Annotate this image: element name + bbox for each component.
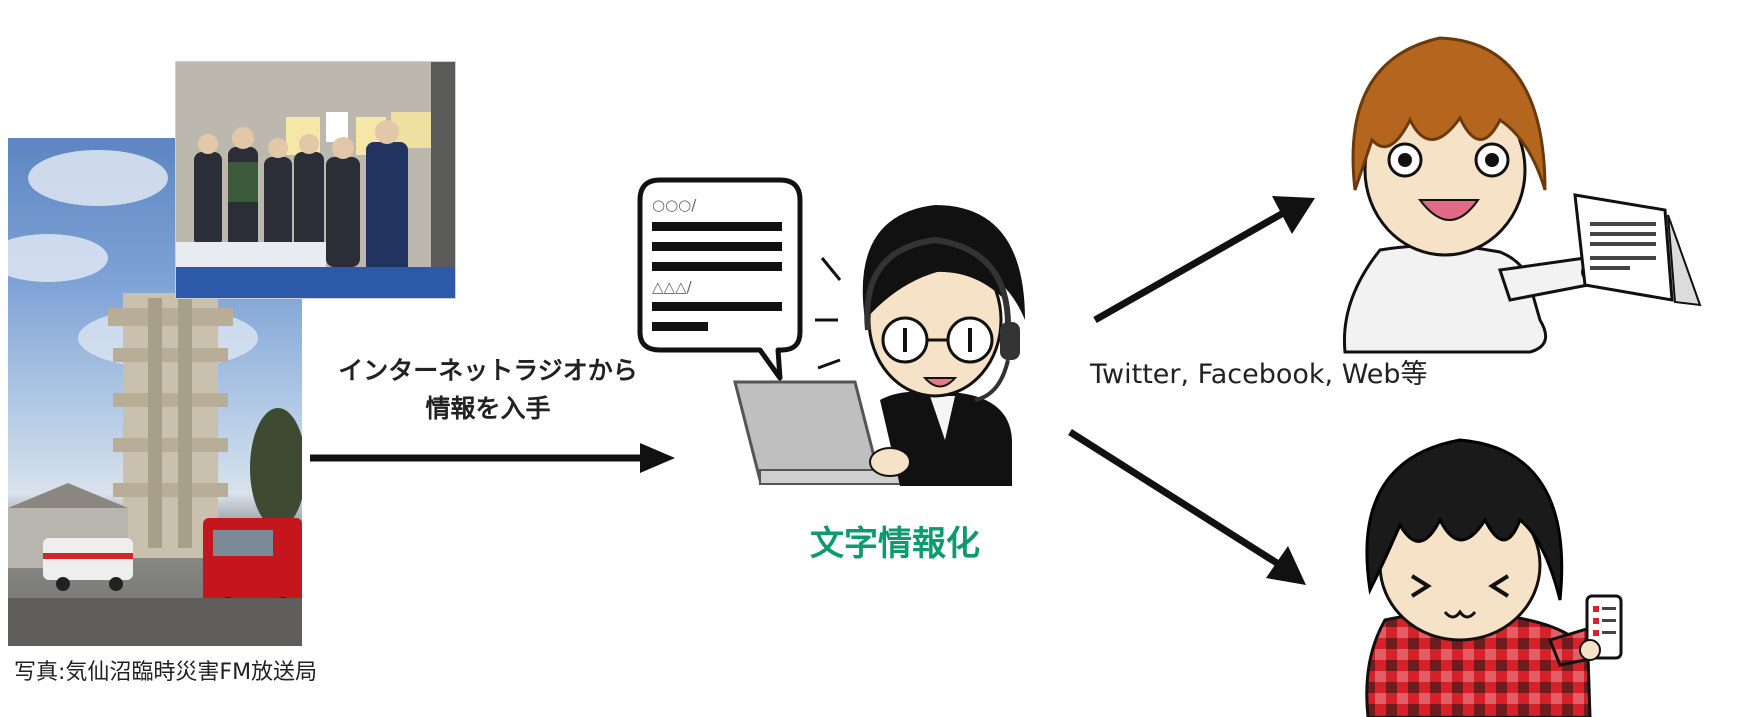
radio-staff-photo [176, 62, 455, 298]
operator-character [733, 205, 1025, 486]
arrow-to-operator [310, 443, 675, 473]
fire-station-illustration [8, 150, 302, 646]
motion-lines [815, 257, 842, 370]
smartphone-device [1579, 594, 1623, 661]
phone-user-character [1365, 438, 1612, 717]
radio-text-line2: 情報を入手 [425, 394, 551, 423]
bubble-line2: △△△/ [652, 278, 693, 296]
tablet-device [1573, 193, 1702, 307]
photo-caption: 写真:気仙沼臨時災害FM放送局 [14, 660, 318, 685]
arrow-to-phone-user [1068, 429, 1306, 585]
radio-text-line1: インターネットラジオから [338, 356, 638, 385]
radio-staff-illustration [176, 62, 455, 298]
tablet-user-character [1342, 36, 1607, 354]
process-label: 文字情報化 [810, 524, 980, 564]
radio-description: インターネットラジオから 情報を入手 [318, 352, 658, 428]
bubble-line1: ○○○/ [652, 196, 697, 214]
channels-text: Twitter, Facebook, Web等 [1090, 359, 1428, 390]
arrow-to-tablet-user [1093, 196, 1315, 324]
speech-bubble [637, 177, 803, 381]
